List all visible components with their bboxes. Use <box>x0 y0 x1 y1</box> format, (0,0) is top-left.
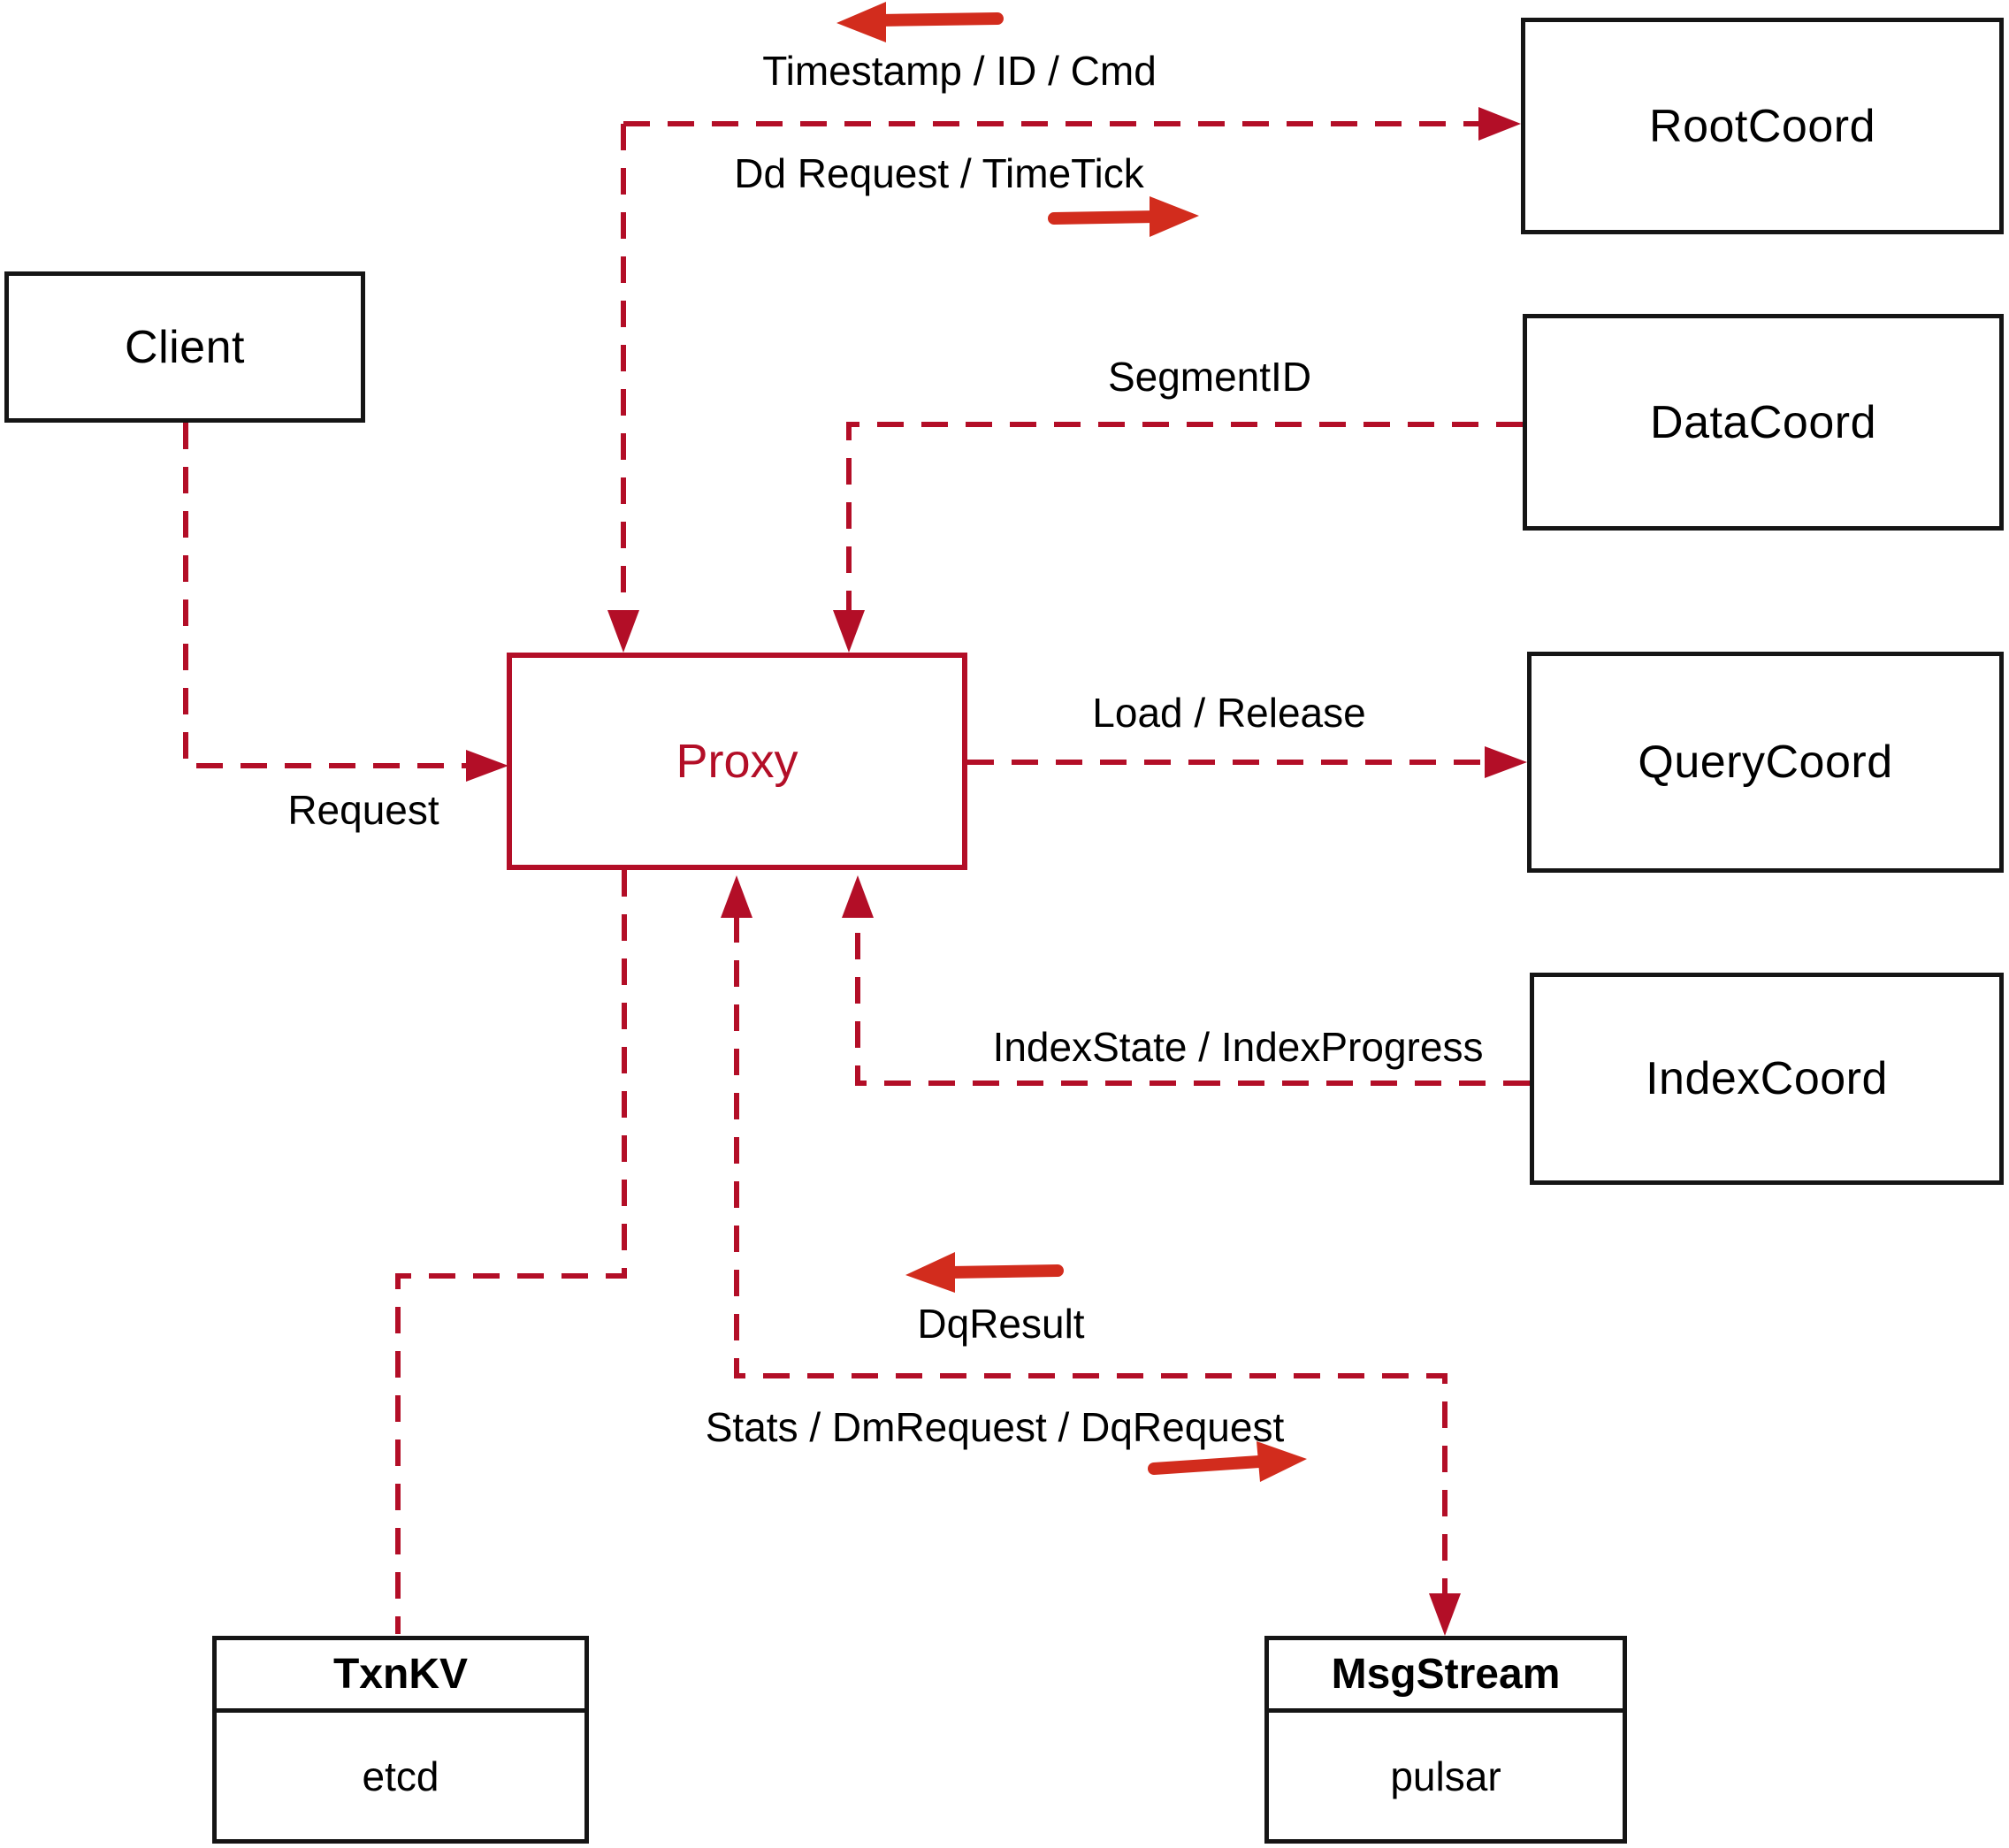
edge-proxy-txnkv <box>395 870 627 1634</box>
edge-label-dq-result: DqResult <box>917 1301 1085 1347</box>
arrowhead-into-proxy-bottom-left <box>721 875 752 918</box>
node-datacoord-label: DataCoord <box>1650 396 1876 448</box>
node-indexcoord: IndexCoord <box>1530 973 2004 1185</box>
edge-label-timestamp: Timestamp / ID / Cmd <box>762 48 1157 94</box>
node-proxy: Proxy <box>507 653 967 870</box>
edge-label-stats: Stats / DmRequest / DqRequest <box>705 1404 1285 1450</box>
edge-proxy-msgstream <box>734 916 1448 1627</box>
arrowhead-into-rootcoord <box>1478 107 1521 141</box>
node-msgstream: MsgStream pulsar <box>1264 1636 1627 1844</box>
node-txnkv-title: TxnKV <box>217 1640 584 1713</box>
arrowhead-into-proxy-bottom-right <box>842 875 874 918</box>
node-indexcoord-label: IndexCoord <box>1646 1053 1888 1104</box>
arrowhead-into-querycoord <box>1485 746 1527 778</box>
edge-label-segment-id: SegmentID <box>1107 354 1312 400</box>
edge-label-request: Request <box>287 787 439 833</box>
edge-indexcoord-proxy <box>855 916 1530 1086</box>
node-msgstream-subtitle: pulsar <box>1390 1753 1501 1799</box>
node-querycoord: QueryCoord <box>1527 652 2004 873</box>
right-arrow-icon-dd-request <box>1048 196 1199 237</box>
edge-label-index-state: IndexState / IndexProgress <box>992 1024 1484 1070</box>
node-client-label: Client <box>125 321 245 373</box>
arrowhead-into-proxy-left <box>466 750 508 782</box>
node-msgstream-title: MsgStream <box>1269 1640 1623 1713</box>
node-client: Client <box>4 271 365 423</box>
left-arrow-icon-dqresult <box>905 1252 1064 1293</box>
node-datacoord: DataCoord <box>1523 314 2004 531</box>
node-txnkv-subtitle: etcd <box>362 1753 439 1799</box>
node-querycoord-label: QueryCoord <box>1638 737 1893 788</box>
edge-datacoord-proxy <box>846 422 1523 612</box>
left-arrow-icon-timestamp <box>836 2 1004 42</box>
arrowhead-into-proxy-top-right <box>833 610 865 653</box>
arrowhead-into-proxy-top-left <box>607 610 639 653</box>
arrowhead-into-msgstream <box>1429 1593 1461 1636</box>
edge-label-load-release: Load / Release <box>1092 690 1366 736</box>
node-txnkv: TxnKV etcd <box>212 1636 589 1844</box>
node-proxy-label: Proxy <box>676 735 798 788</box>
right-arrow-icon-stats <box>1148 1441 1307 1482</box>
node-rootcoord-label: RootCoord <box>1649 100 1875 152</box>
edge-client-proxy <box>183 423 500 768</box>
edge-label-dd-request: Dd Request / TimeTick <box>734 150 1144 196</box>
node-rootcoord: RootCoord <box>1521 18 2004 234</box>
